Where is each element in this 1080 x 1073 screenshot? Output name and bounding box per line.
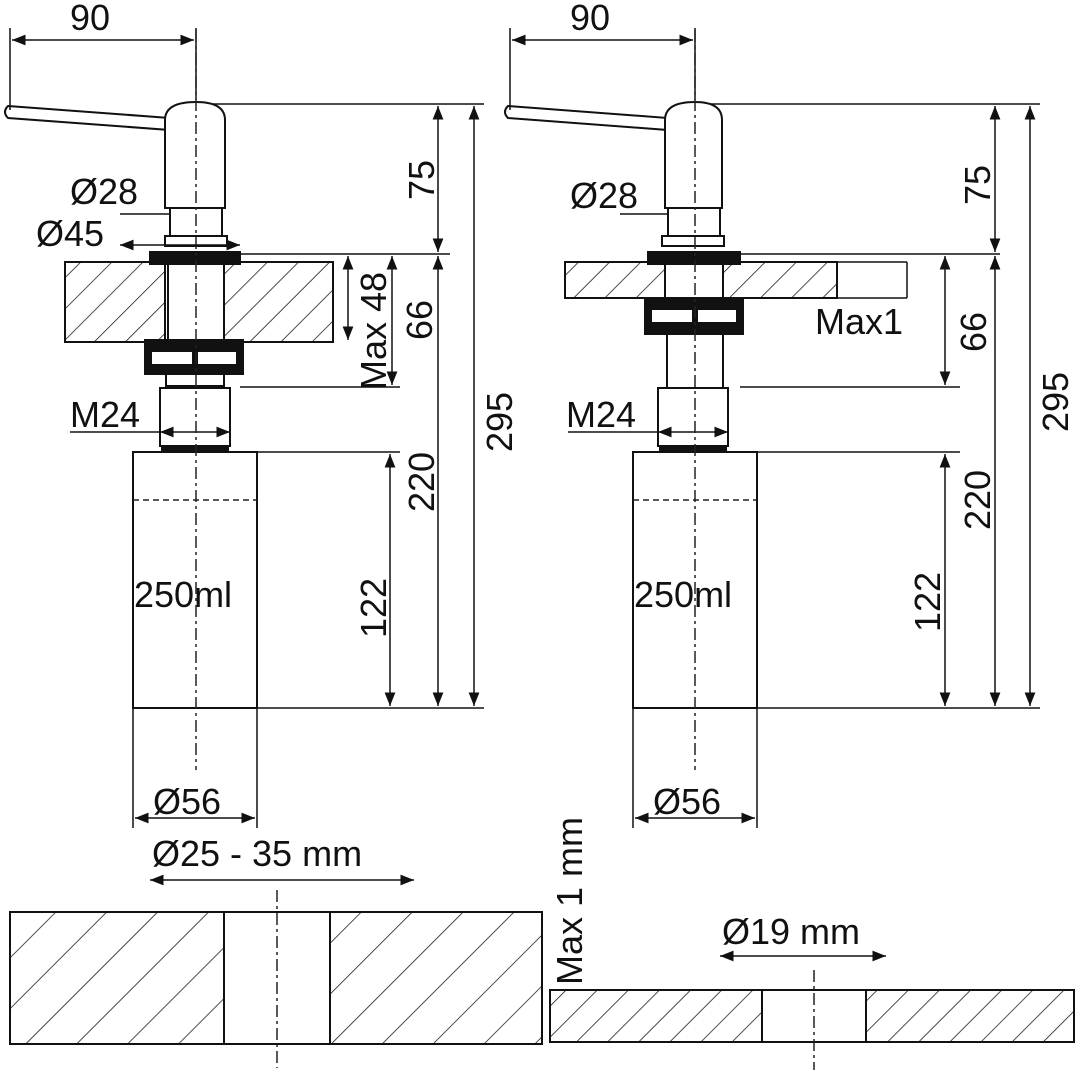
right-bottle-diameter: Ø56 (653, 781, 721, 822)
right-pump-head (664, 100, 723, 209)
bottom-max-thickness-label: Max 1 mm (549, 817, 590, 985)
left-total-height: 295 (479, 392, 520, 452)
right-bottle-volume: 250ml (634, 574, 732, 615)
right-neck-diameter: Ø28 (570, 175, 638, 216)
left-handle-length-label: 90 (70, 0, 110, 38)
right-dispenser-view: 90 250ml Ø56 Ø28 M (504, 0, 1076, 828)
right-max-deck: Max1 (815, 301, 903, 342)
left-inner-height: 220 (401, 452, 442, 512)
right-handle (504, 104, 669, 132)
right-inner-height: 220 (957, 470, 998, 530)
left-bottle-volume: 250ml (134, 574, 232, 615)
left-dispenser-view: 90 250ml (4, 0, 520, 828)
bottom-right-hole-label: Ø19 mm (722, 911, 860, 952)
left-thread-label: M24 (70, 394, 140, 435)
right-flange (647, 251, 741, 265)
bottom-left-deck-section: Ø25 - 35 mm (9, 833, 543, 1068)
left-bottle-height: 122 (353, 578, 394, 638)
left-pump-head (164, 100, 226, 209)
left-neck-height: 66 (399, 300, 440, 340)
right-handle-length-label: 90 (570, 0, 610, 38)
right-bottle-height: 122 (907, 572, 948, 632)
right-total-height: 295 (1035, 372, 1076, 432)
left-neck-diameter: Ø28 (70, 171, 138, 212)
bottom-left-hole-label: Ø25 - 35 mm (152, 833, 362, 874)
right-thread-label: M24 (566, 394, 636, 435)
right-pump-height: 75 (957, 165, 998, 205)
left-handle (4, 104, 171, 132)
left-max-deck: Max 48 (353, 272, 394, 390)
left-flange-diameter: Ø45 (36, 213, 104, 254)
bottom-right-deck-section: Ø19 mm (549, 911, 1075, 1070)
left-flange (149, 251, 241, 265)
left-bottle (132, 451, 258, 709)
right-neck-height: 66 (953, 312, 994, 352)
left-pump-height: 75 (401, 160, 442, 200)
left-bottle-diameter: Ø56 (153, 781, 221, 822)
